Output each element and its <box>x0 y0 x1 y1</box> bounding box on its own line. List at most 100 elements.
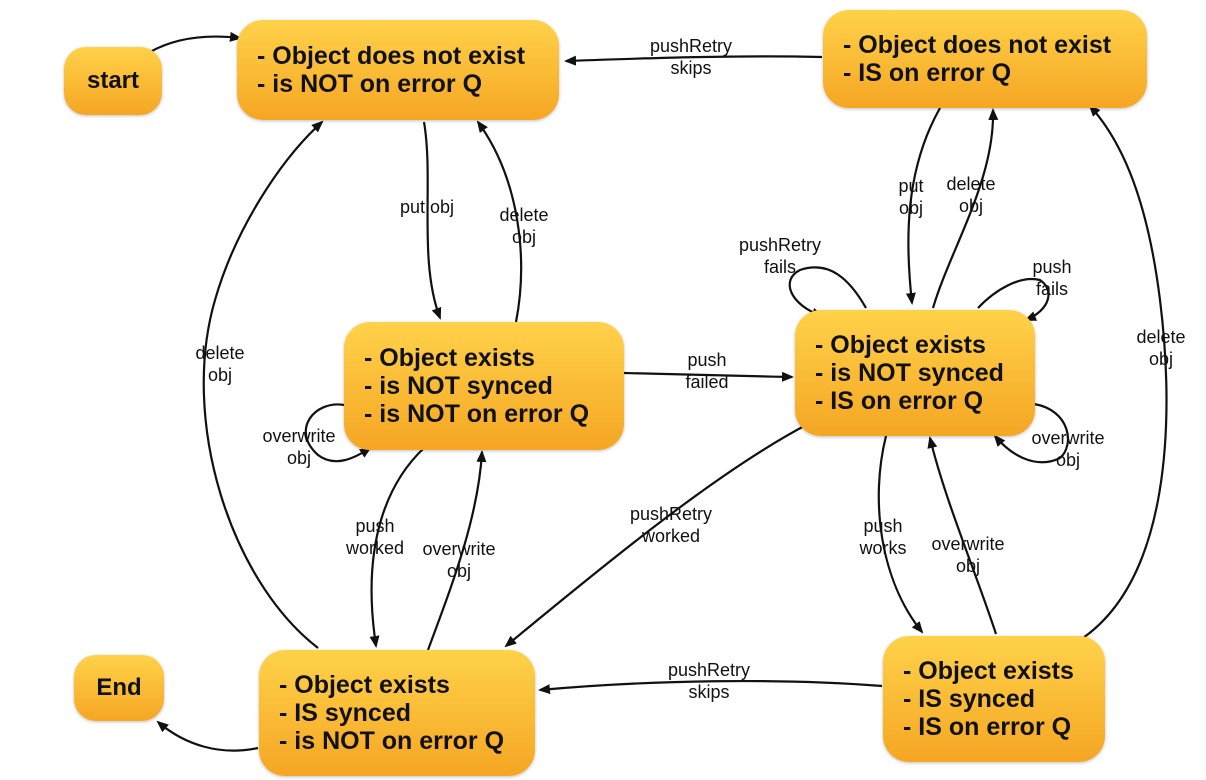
node-line: - Object does not exist <box>257 42 526 70</box>
edge-label-line: obj <box>1055 450 1081 470</box>
node-exists-not-synced-not-on-error-q: - Object exists - is NOT synced - is NOT… <box>344 322 624 450</box>
edge-label-line: pushRetry <box>649 36 733 56</box>
node-line: - is NOT synced <box>364 372 553 400</box>
edge-label-line: obj <box>446 561 472 581</box>
edge-label-line: delete <box>946 174 996 194</box>
node-start-label: start <box>86 67 140 94</box>
edge-start-to-s1 <box>149 31 242 53</box>
node-line: - Object exists <box>279 671 450 699</box>
edge-label-line: worked <box>641 526 701 546</box>
node-line: - IS synced <box>279 699 411 727</box>
node-line: - Object exists <box>903 657 1074 685</box>
edge-label-delete-obj-s6-s2: delete obj <box>1136 326 1185 370</box>
node-line: - Object exists <box>815 331 986 359</box>
edge-label-push-failed: push failed <box>685 349 728 393</box>
edge-s6-to-s4-overwrite-obj <box>927 436 998 635</box>
edge-label-line: skips <box>670 58 712 78</box>
edge-label-line: pushRetry <box>667 660 751 680</box>
node-start: start <box>64 47 162 115</box>
edge-s3-to-s4-push-failed <box>623 371 794 382</box>
edge-label-line: obj <box>1148 349 1174 369</box>
node-line: - IS synced <box>903 685 1035 713</box>
edge-s4-to-s5-pushretry-worked <box>504 423 809 648</box>
edge-label-line: fails <box>1035 279 1069 299</box>
node-line: - is NOT on error Q <box>279 727 505 755</box>
edge-label-overwrite-obj-s6-s4: overwrite obj <box>931 533 1004 577</box>
edge-s3-to-s5-push-worked <box>369 447 425 648</box>
edge-label-line: obj <box>207 365 233 385</box>
edge-label-line: overwrite <box>931 534 1005 554</box>
edge-label-put-obj: put obj <box>400 196 454 218</box>
node-line: - Object does not exist <box>843 31 1112 59</box>
node-exists-synced-not-on-error-q: - Object exists - IS synced - is NOT on … <box>259 650 535 776</box>
node-line: - IS on error Q <box>903 713 1072 741</box>
edge-s6-to-s5-pushretry-skips <box>538 679 883 695</box>
edge-label-line: pushRetry <box>738 235 822 255</box>
edge-label-pushretry-fails: pushRetry fails <box>739 234 821 278</box>
edge-label-line: push <box>687 350 727 370</box>
edge-s4-self-push-fails <box>977 277 1050 322</box>
edge-label-delete-obj-s5-s1: delete obj <box>195 342 244 386</box>
node-line: - IS on error Q <box>815 387 984 415</box>
edge-label-pushretry-worked: pushRetry worked <box>630 503 712 547</box>
edge-label-line: push <box>1032 257 1072 277</box>
edge-label-line: obj <box>958 196 984 216</box>
edge-label-line: failed <box>685 372 729 392</box>
edge-s4-self-pushretry-fails <box>788 266 867 318</box>
edge-label-line: delete <box>499 205 549 225</box>
edge-label-overwrite-obj-s4: overwrite obj <box>1031 427 1104 471</box>
edge-s1-to-s3-put-obj <box>422 121 442 320</box>
edge-label-push-fails: push fails <box>1032 256 1071 300</box>
edge-s4-self-overwrite <box>993 402 1069 464</box>
edge-label-line: obj <box>286 448 312 468</box>
edge-label-overwrite-obj-s5-s3: overwrite obj <box>422 538 495 582</box>
node-exists-not-synced-on-error-q: - Object exists - is NOT synced - IS on … <box>795 310 1035 436</box>
edge-label-line: push <box>863 516 903 536</box>
edge-label-line: works <box>859 538 907 558</box>
node-line: - is NOT on error Q <box>364 400 590 428</box>
edge-label-delete-obj-s3-s1: delete obj <box>499 204 548 248</box>
edge-label-line: obj <box>955 556 981 576</box>
edge-s2-to-s1-pushretry-skips <box>564 55 823 66</box>
edge-label-pushretry-skips-top: pushRetry skips <box>650 35 732 79</box>
node-line: - is NOT synced <box>815 359 1004 387</box>
edge-s3-self-overwrite <box>304 403 372 463</box>
edge-label-overwrite-obj-s3: overwrite obj <box>262 425 335 469</box>
node-line: - Object exists <box>364 344 535 372</box>
edge-s5-to-end <box>156 720 259 752</box>
node-exists-synced-on-error-q: - Object exists - IS synced - IS on erro… <box>883 636 1105 762</box>
edge-s5-to-s3-overwrite-obj <box>426 450 487 651</box>
edge-s2-to-s4-put-obj <box>905 107 941 305</box>
edge-label-line: overwrite <box>262 426 336 446</box>
node-object-not-exist-on-error-q: - Object does not exist - IS on error Q <box>823 10 1147 108</box>
edge-label-pushretry-skips-bottom: pushRetry skips <box>668 659 750 703</box>
edge-label-push-works: push works <box>859 515 906 559</box>
node-line: - IS on error Q <box>843 59 1012 87</box>
edge-label-delete-obj-s4-s2: delete obj <box>946 173 995 217</box>
edge-s3-to-s1-delete-obj <box>476 120 523 323</box>
edge-label-line: obj <box>898 198 924 218</box>
node-line: - is NOT on error Q <box>257 70 483 98</box>
edge-label-line: overwrite <box>1031 428 1105 448</box>
edge-s4-to-s6-push-works <box>877 435 924 634</box>
edge-label-line: push <box>355 516 395 536</box>
node-object-not-exist-not-on-error-q: - Object does not exist - is NOT on erro… <box>237 20 559 120</box>
node-end-label: End <box>96 674 142 701</box>
edge-label-line: pushRetry <box>629 504 713 524</box>
edge-label-line: overwrite <box>422 539 496 559</box>
edge-s5-to-s1-delete-obj <box>202 120 324 649</box>
edge-label-line: obj <box>511 227 537 247</box>
edge-label-put-obj-s2-s4: put obj <box>898 175 923 219</box>
node-end: End <box>74 655 164 721</box>
edge-label-line: skips <box>688 682 730 702</box>
edge-label-line: fails <box>763 257 797 277</box>
edge-s6-to-s2-delete-obj <box>1079 104 1168 641</box>
edge-label-line: delete <box>195 343 245 363</box>
edge-label-line: put <box>898 176 924 196</box>
edge-label-line: delete <box>1136 327 1186 347</box>
edge-s4-to-s2-delete-obj <box>931 108 999 309</box>
edge-label-line: worked <box>345 538 405 558</box>
edge-label-line: put obj <box>399 197 455 217</box>
edge-label-push-worked: push worked <box>346 515 404 559</box>
